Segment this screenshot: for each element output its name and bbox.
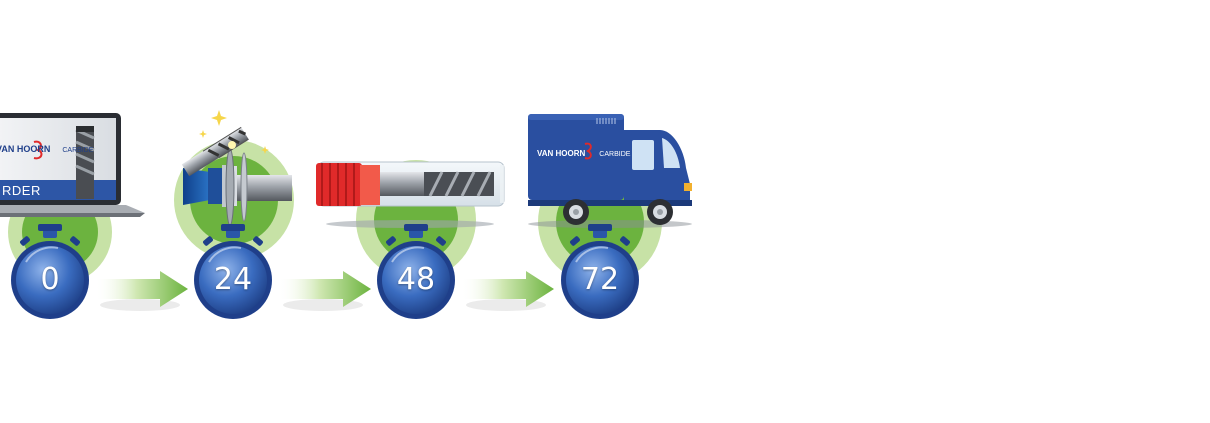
laptop-icon <box>0 113 145 217</box>
arrow-1 <box>95 271 188 311</box>
brand-division: CARBIDE <box>62 147 94 154</box>
arrow-2 <box>278 271 371 311</box>
stopwatch-icon <box>561 224 639 319</box>
brand-name: VAN HOORN <box>537 149 586 158</box>
wheel-icon <box>647 199 673 225</box>
timer-label-step-2: 24 <box>213 262 253 297</box>
wheel-icon <box>563 199 589 225</box>
brand-division: CARBIDE <box>599 151 631 158</box>
grinding-machine-icon <box>181 110 292 226</box>
arrow-3 <box>461 271 554 311</box>
step-production-grinding <box>174 110 294 260</box>
truck-brand-logo: VAN HOORN CARBIDE <box>537 149 630 158</box>
stopwatch-icon <box>11 224 89 319</box>
laptop-order-label: RDER <box>2 183 41 198</box>
step-delivery-truck <box>528 114 692 284</box>
stopwatch-icon <box>377 224 455 319</box>
timer-label-step-4: 72 <box>580 262 620 297</box>
brand-name: VAN HOORN <box>0 144 51 154</box>
spark-icon <box>199 110 269 154</box>
timer-label-step-1: 0 <box>40 262 60 297</box>
delivery-truck-icon <box>528 114 692 225</box>
stopwatch-icon <box>194 224 272 319</box>
vent-icon <box>596 118 616 124</box>
timer-label-step-3: 48 <box>396 262 436 297</box>
step-order-laptop <box>0 113 145 284</box>
packaged-endmill-icon <box>316 161 505 207</box>
laptop-brand-logo: VAN HOORN CARBIDE <box>0 144 93 154</box>
